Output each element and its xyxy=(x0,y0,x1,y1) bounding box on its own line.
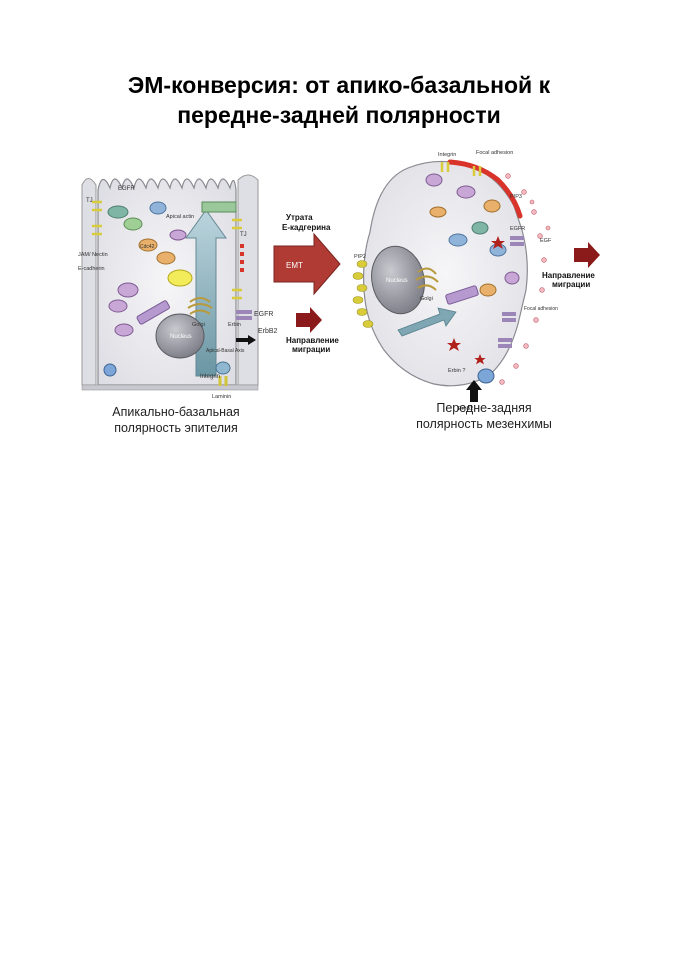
emt-arrow-label: EMT xyxy=(286,261,303,270)
label-egfr-side: EGFR xyxy=(254,311,273,318)
migration-label-left-1: Направление xyxy=(286,336,339,345)
emt-diagram: EGFR TJ TJ JAM/ Nectin E-cadherin Apical… xyxy=(78,150,600,412)
title-line-1: ЭМ-конверсия: от апико-базальной к xyxy=(127,72,551,98)
label-tj-left: TJ xyxy=(86,198,93,204)
epithelium-panel: EGFR TJ TJ JAM/ Nectin E-cadherin Apical… xyxy=(78,174,278,400)
page-title: ЭМ-конверсия: от апико-базальной к перед… xyxy=(0,70,678,130)
mesenchyme-panel: Integrin Focal adhesion PIP3 EGFR EGF Nu… xyxy=(352,150,558,412)
label-egfr-top: EGFR xyxy=(118,186,135,192)
label-egf: EGF xyxy=(540,238,552,244)
label-focal-adhesion: Focal adhesion xyxy=(476,150,513,156)
emt-arrow-icon xyxy=(273,232,341,296)
loss-ecadherin-line-1: Утрата xyxy=(286,213,313,222)
caption-epithelium-line-2: полярность эпителия xyxy=(114,421,238,435)
migration-arrow-left-icon xyxy=(296,307,322,333)
label-integrin-left: Integrin xyxy=(200,374,220,380)
caption-mesenchyme-line-1: Передне-задняя xyxy=(436,401,532,415)
migration-label-right-2: миграции xyxy=(552,280,590,289)
label-erbb2-right: ErbB2 xyxy=(458,406,473,412)
label-golgi-right: Golgi xyxy=(420,296,433,302)
label-focal-adhesion-2: Focal adhesion xyxy=(524,306,558,312)
loss-ecadherin-line-2: E-кадгерина xyxy=(282,223,331,232)
label-nucleus-right: Nucleus xyxy=(386,278,408,284)
title-line-2: передне-задней полярности xyxy=(177,102,501,128)
label-egfr-right: EGFR xyxy=(510,226,525,232)
label-pip3: PIP3 xyxy=(510,194,522,200)
label-jam-nectin: JAM/ Nectin xyxy=(78,252,108,258)
label-erbb2: ErbB2 xyxy=(258,328,278,335)
migration-label-left-2: миграции xyxy=(292,345,330,354)
label-pip2: PIP2 xyxy=(354,254,366,260)
label-erbin: Erbin xyxy=(228,322,241,328)
label-apical-basal-axis: Apical-Basal Axis xyxy=(206,348,245,354)
caption-epithelium: Апикально-базальная полярность эпителия xyxy=(86,404,266,436)
migration-label-right-1: Направление xyxy=(542,271,595,280)
label-ecadherin: E-cadherin xyxy=(78,266,105,272)
label-tj-right: TJ xyxy=(240,232,247,238)
label-golgi-left: Golgi xyxy=(192,322,205,328)
label-nucleus-left: Nucleus xyxy=(170,334,192,340)
label-erbin-right: Erbin ? xyxy=(448,368,465,374)
migration-direction-right: Направление миграции xyxy=(542,242,600,289)
label-laminin: Laminin xyxy=(212,394,231,400)
migration-direction-left: Направление миграции xyxy=(286,307,339,354)
emt-figure: EGFR TJ TJ JAM/ Nectin E-cadherin Apical… xyxy=(78,140,608,440)
label-apical-actin: Apical actin xyxy=(166,214,194,220)
caption-mesenchyme-line-2: полярность мезенхимы xyxy=(416,417,552,431)
label-cdc42: Cdc42 xyxy=(140,244,155,250)
label-integrin-right: Integrin xyxy=(438,152,456,158)
emt-transition: Утрата E-кадгерина EMT xyxy=(273,213,341,296)
caption-mesenchyme: Передне-задняя полярность мезенхимы xyxy=(384,400,584,432)
migration-arrow-right-icon xyxy=(574,242,600,268)
caption-epithelium-line-1: Апикально-базальная xyxy=(112,405,240,419)
